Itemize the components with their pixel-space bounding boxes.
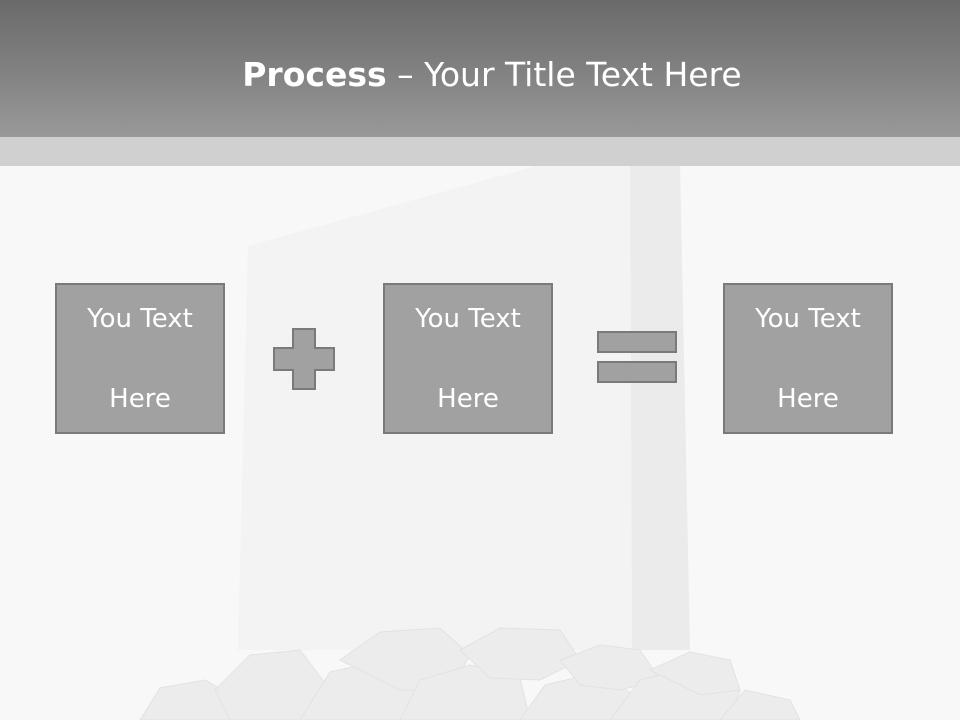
- process-box-2-line2: Here: [437, 383, 499, 414]
- slide-title: Process – Your Title Text Here: [0, 50, 960, 100]
- title-rest-part: – Your Title Text Here: [386, 55, 742, 94]
- plus-icon: [273, 328, 335, 390]
- process-box-2-line1: You Text: [415, 303, 521, 334]
- process-box-1-line2: Here: [109, 383, 171, 414]
- process-box-3-line2: Here: [777, 383, 839, 414]
- title-underline-strip: [0, 137, 960, 166]
- title-bold-part: Process: [242, 55, 387, 94]
- title-bar: [0, 0, 960, 137]
- process-box-1-line1: You Text: [87, 303, 193, 334]
- equals-icon: [597, 331, 677, 383]
- process-box-3-line1: You Text: [755, 303, 861, 334]
